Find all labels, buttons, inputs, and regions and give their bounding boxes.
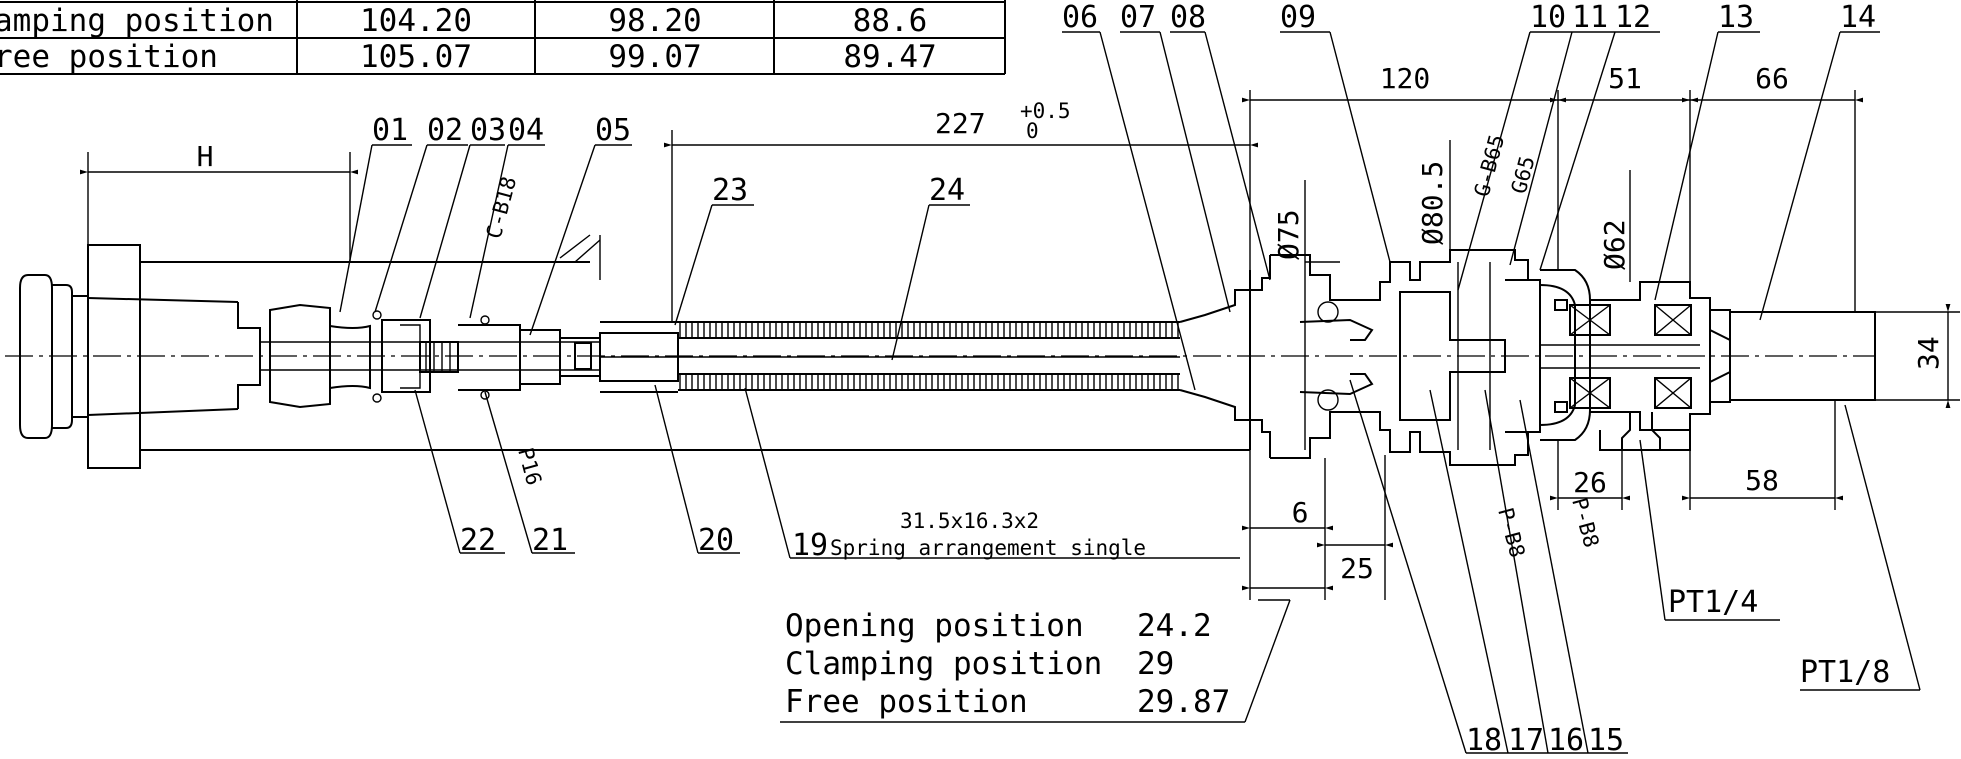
dim-58: 58 — [1745, 464, 1779, 497]
note-row-name: Clamping position — [785, 646, 1102, 682]
dim-25: 25 — [1340, 552, 1374, 585]
dimension-labels: H 227 +0.5 0 120 51 66 26 58 6 25 Ø75 Ø8… — [197, 62, 1945, 585]
spring-number: 19 — [792, 528, 828, 563]
cylinder-assembly — [1179, 249, 1876, 466]
callout-g-b65: G-B65 — [1470, 132, 1510, 199]
part-label-16: 16 — [1548, 723, 1584, 758]
dim-tol-lower: 0 — [1026, 119, 1039, 143]
part-label-01: 01 — [372, 113, 408, 148]
part-label-04: 04 — [508, 113, 544, 148]
part-label-18: 18 — [1466, 723, 1502, 758]
positions-note: Opening position 24.2 Clamping position … — [780, 608, 1245, 723]
spring-size: 31.5x16.3x2 — [900, 509, 1039, 533]
note-row-value: 29 — [1137, 646, 1174, 682]
table-cell: 105.07 — [360, 39, 472, 75]
dim-dia75: Ø75 — [1272, 209, 1305, 260]
dim-6: 6 — [1292, 496, 1309, 529]
dim-dia62: Ø62 — [1598, 219, 1631, 270]
callout-c-b18: C-B18 — [482, 174, 522, 241]
part-label-14: 14 — [1840, 0, 1876, 35]
part-label-24: 24 — [929, 173, 965, 208]
spring-note: 31.5x16.3x2 19 Spring arrangement single — [792, 509, 1146, 563]
part-label-13: 13 — [1718, 0, 1754, 35]
part-label-10: 10 — [1530, 0, 1566, 35]
part-label-11: 11 — [1572, 0, 1608, 35]
table-cell: 104.20 — [360, 3, 472, 39]
dim-51: 51 — [1608, 62, 1642, 95]
dimension-lines — [80, 90, 1960, 600]
callout-pt14: PT1/4 — [1668, 585, 1758, 620]
part-label-20: 20 — [698, 523, 734, 558]
position-table: amping position ree position 104.20 98.2… — [0, 0, 1006, 75]
callout-p-b8: P-B8 — [1493, 505, 1529, 560]
part-label-12: 12 — [1615, 0, 1651, 35]
dim-120: 120 — [1380, 62, 1431, 95]
table-cell: 98.20 — [608, 3, 701, 39]
table-cell: 88.6 — [853, 3, 928, 39]
dim-34: 34 — [1912, 336, 1945, 370]
table-cell: 89.47 — [843, 39, 936, 75]
note-row-name: Opening position — [785, 608, 1084, 644]
spring-text: Spring arrangement single — [830, 536, 1146, 560]
table-cell: 99.07 — [608, 39, 701, 75]
part-label-02: 02 — [427, 113, 463, 148]
dim-227: 227 — [935, 107, 986, 140]
dim-h: H — [197, 140, 214, 173]
dim-26: 26 — [1573, 466, 1607, 499]
part-label-08: 08 — [1170, 0, 1206, 35]
part-label-17: 17 — [1508, 723, 1544, 758]
table-row-name: amping position — [0, 3, 274, 39]
part-label-07: 07 — [1120, 0, 1156, 35]
table-row-name: ree position — [0, 39, 218, 75]
part-label-03: 03 — [470, 113, 506, 148]
part-label-09: 09 — [1280, 0, 1316, 35]
dim-66: 66 — [1755, 62, 1789, 95]
spring-pack — [600, 321, 1180, 391]
part-label-22: 22 — [460, 523, 496, 558]
leader-lines — [339, 31, 1921, 754]
tool-holder — [19, 234, 1251, 469]
part-labels: 01 02 03 04 05 23 24 06 07 08 09 10 11 1… — [372, 0, 1876, 758]
dim-dia80: Ø80.5 — [1416, 161, 1449, 245]
part-label-06: 06 — [1062, 0, 1098, 35]
callout-labels: C-B18 G-B65 G65 P16 P-B8 P-B8 PT1/4 PT1/… — [482, 132, 1891, 690]
part-label-15: 15 — [1588, 723, 1624, 758]
note-row-value: 29.87 — [1137, 684, 1230, 720]
callout-p-b8: P-B8 — [1567, 495, 1603, 550]
note-row-name: Free position — [785, 684, 1028, 720]
callout-g65: G65 — [1507, 153, 1540, 196]
note-row-value: 24.2 — [1137, 608, 1212, 644]
part-label-05: 05 — [595, 113, 631, 148]
dim-tol-upper: +0.5 — [1020, 99, 1071, 123]
part-label-23: 23 — [712, 173, 748, 208]
callout-pt18: PT1/8 — [1800, 655, 1890, 690]
callout-p16: P16 — [513, 445, 546, 488]
part-label-21: 21 — [532, 523, 568, 558]
